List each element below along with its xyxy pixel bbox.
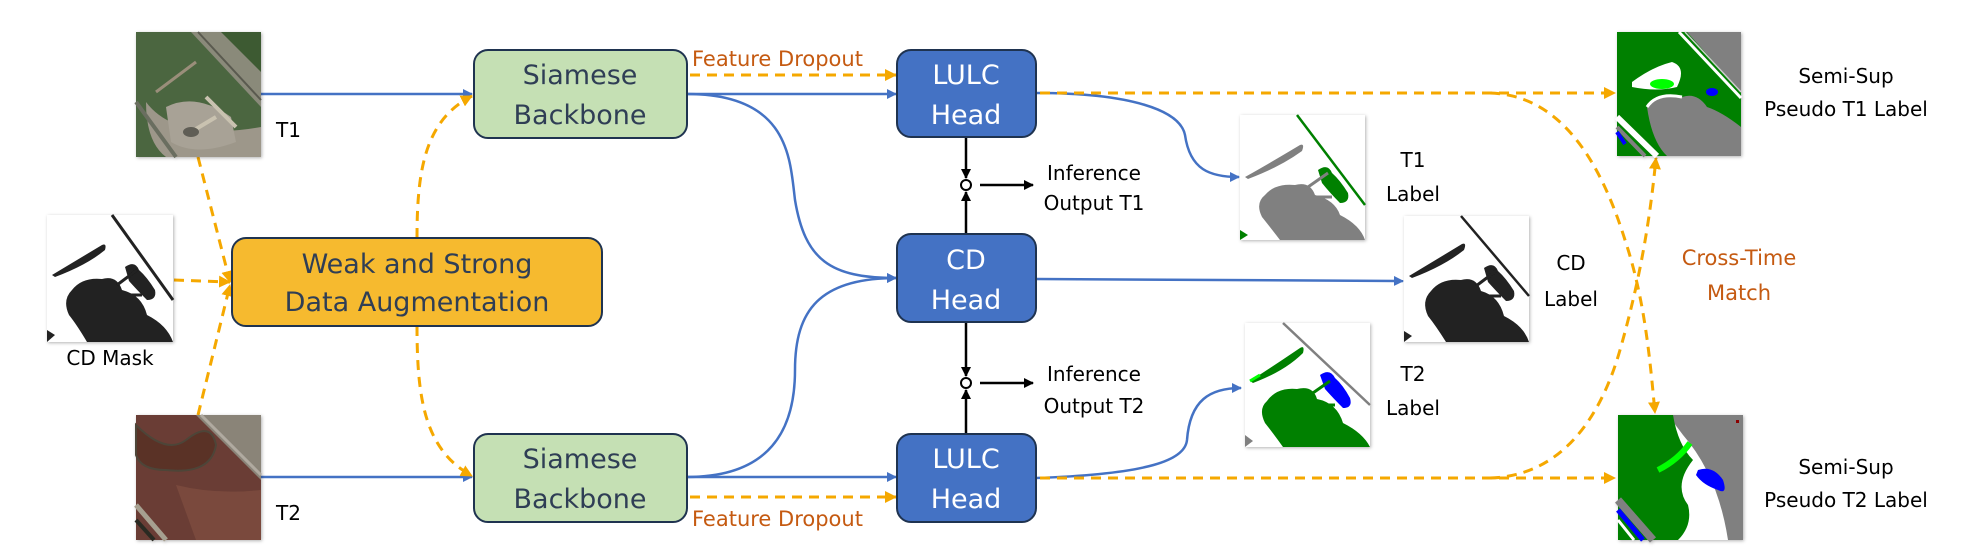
edge-mask-to-augmentation: [173, 275, 231, 288]
backbone-top-line1: Siamese: [523, 60, 638, 91]
edge-cross-time-t2-to-pseudo-t1: [1489, 157, 1661, 480]
t1-satellite-image: [134, 31, 262, 159]
inference-t1-line1: Inference: [1047, 161, 1141, 185]
backbone-bottom-node[interactable]: Siamese Backbone: [473, 433, 688, 523]
t1-label-caption-line2: Label: [1386, 182, 1440, 206]
backbone-bottom-line1: Siamese: [523, 444, 638, 475]
t1-label-caption-line1: T1: [1400, 148, 1426, 172]
feature-dropout-bottom-label: Feature Dropout: [692, 507, 863, 531]
cd-head-line1: CD: [946, 245, 986, 276]
t2-label-image: [1245, 322, 1371, 447]
merge-node-t2: [960, 377, 972, 389]
edge-lulc-top-to-t1-label: [1035, 91, 1240, 182]
inference-t1-line2: Output T1: [1044, 191, 1145, 215]
lulc-head-bottom-node[interactable]: LULC Head: [896, 433, 1037, 523]
lulc-head-bottom-line1: LULC: [932, 444, 999, 475]
pseudo-t1-caption-line2: Pseudo T1 Label: [1764, 97, 1928, 121]
pseudo-t1-label-image: [1614, 30, 1743, 159]
backbone-top-node[interactable]: Siamese Backbone: [473, 49, 688, 139]
cd-label-caption-line2: Label: [1544, 287, 1598, 311]
edge-lulc-bottom-to-t2-label: [1035, 383, 1242, 480]
pseudo-t2-caption-line1: Semi-Sup: [1798, 455, 1893, 479]
lulc-head-bottom-line2: Head: [931, 484, 1002, 515]
augmentation-line1: Weak and Strong: [302, 249, 533, 280]
edges: [173, 69, 1661, 503]
augmentation-line2: Data Augmentation: [285, 287, 550, 318]
t2-label-caption-line1: T2: [1400, 362, 1426, 386]
cd-head-node[interactable]: CD Head: [896, 233, 1037, 323]
cross-time-match-line1: Cross-Time: [1682, 246, 1797, 270]
t2-satellite-image: [134, 413, 263, 542]
edge-cross-time-t1-to-pseudo-t2: [1489, 91, 1660, 414]
feature-dropout-top-label: Feature Dropout: [692, 47, 863, 71]
t1-label-image: [1240, 114, 1366, 240]
cd-mask-image: [47, 214, 175, 342]
cd-label-image: [1404, 215, 1530, 342]
inference-t2-line1: Inference: [1047, 362, 1141, 386]
pseudo-t1-caption-line1: Semi-Sup: [1798, 64, 1893, 88]
edge-backbone-top-to-cd: [686, 92, 897, 283]
cd-label-caption-line1: CD: [1556, 251, 1585, 275]
t2-label-caption-line2: Label: [1386, 396, 1440, 420]
cd-mask-label: CD Mask: [66, 346, 154, 370]
lulc-head-top-line2: Head: [931, 100, 1002, 131]
edge-augmentation-to-backbone-top: [415, 94, 473, 239]
edge-augmentation-to-backbone-bottom: [415, 325, 473, 478]
augmentation-node[interactable]: Weak and Strong Data Augmentation: [231, 237, 603, 327]
edge-backbone-bottom-to-cd: [686, 273, 897, 479]
merge-node-t1: [960, 179, 972, 191]
t2-input-label: T2: [275, 501, 301, 525]
lulc-head-top-node[interactable]: LULC Head: [896, 49, 1037, 138]
cross-time-match-line2: Match: [1707, 281, 1771, 305]
backbone-bottom-line2: Backbone: [514, 484, 647, 515]
edge-t2-to-augmentation: [196, 284, 234, 416]
edge-t1-to-augmentation: [196, 156, 234, 283]
edge-cd-to-cd-label: [1035, 275, 1404, 286]
backbone-top-line2: Backbone: [514, 100, 647, 131]
pseudo-t2-label-image: [1614, 415, 1743, 543]
t1-input-label: T1: [275, 118, 301, 142]
pseudo-t2-caption-line2: Pseudo T2 Label: [1764, 488, 1928, 512]
lulc-head-top-line1: LULC: [932, 60, 999, 91]
inference-t2-line2: Output T2: [1044, 394, 1145, 418]
cd-head-line2: Head: [931, 285, 1002, 316]
